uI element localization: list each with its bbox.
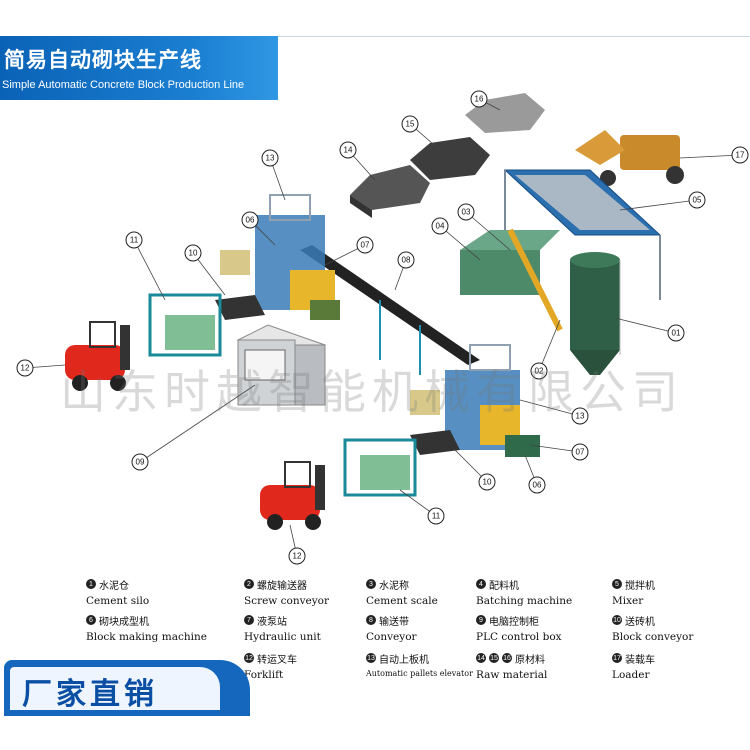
svg-text:12: 12	[293, 552, 302, 561]
callout-08: 08	[397, 251, 415, 269]
cement-silo	[570, 252, 621, 375]
svg-text:07: 07	[361, 241, 370, 250]
title-banner: 简易自动砌块生产线 Simple Automatic Concrete Bloc…	[0, 36, 278, 100]
svg-text:13: 13	[266, 154, 275, 163]
svg-text:01: 01	[672, 329, 681, 338]
callout-11-lower: 11	[427, 507, 445, 525]
callout-05: 05	[688, 191, 706, 209]
factory-direct-banner: 厂家直销	[4, 660, 250, 716]
callout-14: 14	[339, 141, 357, 159]
callout-12-lower: 12	[288, 547, 306, 565]
callout-01: 01	[667, 324, 685, 342]
svg-text:17: 17	[736, 151, 745, 160]
svg-text:12: 12	[21, 364, 30, 373]
block-machine-lower	[410, 344, 540, 457]
callout-07-lower: 07	[571, 443, 589, 461]
callout-04: 04	[431, 217, 449, 235]
loader	[575, 130, 684, 186]
callout-06-lower: 06	[528, 476, 546, 494]
forklift-lower	[260, 461, 325, 530]
title-divider	[278, 36, 750, 37]
callout-16: 16	[470, 90, 488, 108]
callout-13-upper: 13	[261, 149, 279, 167]
callout-03: 03	[457, 203, 475, 221]
callout-10-lower: 10	[478, 473, 496, 491]
callout-17: 17	[731, 146, 749, 164]
factory-direct-label: 厂家直销	[22, 677, 158, 712]
svg-text:07: 07	[576, 448, 585, 457]
callout-15: 15	[401, 115, 419, 133]
callout-12-upper: 12	[16, 359, 34, 377]
conveyor-belt	[300, 245, 480, 375]
callout-11-upper: 11	[125, 231, 143, 249]
watermark: 山东时越智能机械有限公司	[60, 365, 684, 419]
svg-text:15: 15	[406, 120, 415, 129]
production-line-diagram: 01 05 03 04 06 07 08 11 10 12 13 14 15 1…	[16, 90, 749, 565]
svg-text:09: 09	[136, 458, 145, 467]
block-machine-upper	[220, 194, 340, 320]
raw-material-piles	[350, 93, 545, 218]
factory-direct-panel: 厂家直销	[10, 667, 220, 712]
block-conveyor-lower	[343, 430, 460, 497]
callout-07-upper: 07	[356, 236, 374, 254]
callout-09: 09	[131, 453, 149, 471]
svg-text:06: 06	[533, 481, 542, 490]
svg-text:06: 06	[246, 216, 255, 225]
plc-control-box	[236, 324, 327, 406]
block-conveyor-upper	[148, 293, 265, 357]
svg-text:08: 08	[402, 256, 411, 265]
forklift-upper	[65, 321, 130, 391]
svg-text:02: 02	[535, 367, 544, 376]
svg-text:03: 03	[462, 208, 471, 217]
callout-13-lower: 13	[571, 407, 589, 425]
batching-machine	[503, 169, 662, 300]
callout-labels: 01 05 03 04 06 07 08 11 10 12 13 14 15 1…	[16, 90, 749, 565]
svg-text:14: 14	[344, 146, 353, 155]
svg-text:13: 13	[576, 412, 585, 421]
callout-leaders	[24, 98, 741, 557]
mixer	[460, 228, 563, 332]
svg-text:11: 11	[130, 236, 139, 245]
callout-06-upper: 06	[241, 211, 259, 229]
callout-10-upper: 10	[184, 244, 202, 262]
svg-text:10: 10	[483, 478, 492, 487]
callout-02: 02	[530, 362, 548, 380]
svg-text:05: 05	[693, 196, 702, 205]
svg-text:16: 16	[475, 95, 484, 104]
title-en: Simple Automatic Concrete Block Producti…	[2, 79, 245, 91]
svg-text:11: 11	[432, 512, 441, 521]
svg-text:04: 04	[436, 222, 445, 231]
title-zh: 简易自动砌块生产线	[4, 48, 202, 72]
svg-text:10: 10	[189, 249, 198, 258]
